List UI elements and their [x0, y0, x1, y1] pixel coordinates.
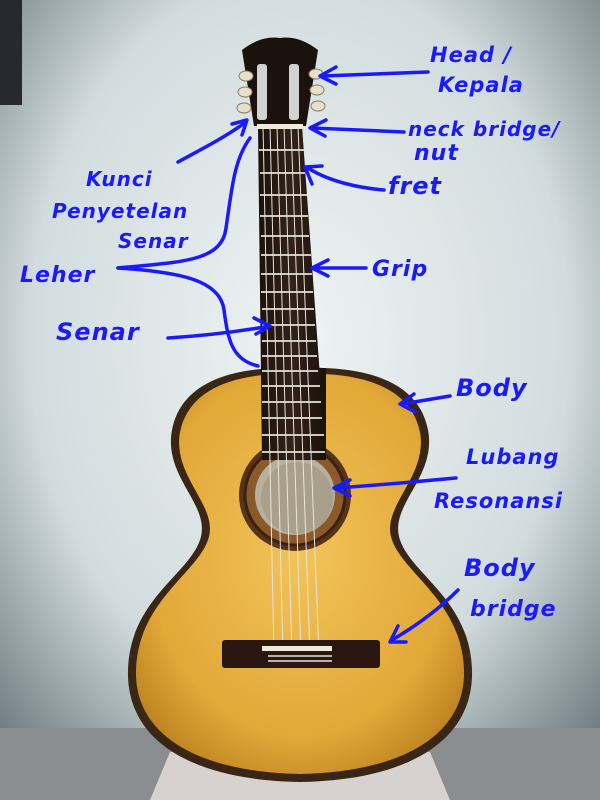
- headstock-slot-right: [289, 64, 299, 120]
- label-senar-kunci: Senar: [118, 229, 189, 253]
- label-kunci: Kunci: [86, 167, 153, 191]
- label-fret: fret: [388, 172, 443, 200]
- label-grip: Grip: [372, 257, 428, 282]
- label-nut: nut: [414, 141, 459, 166]
- label-lubang: Lubang: [466, 445, 560, 469]
- guitar-body: [135, 373, 465, 774]
- label-body: Body: [456, 374, 528, 402]
- saddle: [262, 646, 332, 651]
- tuning-pegs: [236, 68, 326, 114]
- body-bridge: [222, 640, 380, 668]
- label-resonansi: Resonansi: [434, 489, 563, 513]
- body-bridge-arrow: [388, 588, 460, 644]
- label-leher: Leher: [20, 263, 96, 288]
- label-body-bridge-1: Body: [464, 554, 536, 582]
- nut-arrow: [308, 118, 406, 138]
- dark-corner: [0, 0, 22, 105]
- grip-arrow: [310, 258, 368, 278]
- label-kepala: Kepala: [438, 73, 524, 97]
- senar-arrow: [166, 316, 272, 340]
- label-neck-bridge: neck bridge/: [408, 117, 561, 141]
- fret-arrow: [303, 164, 386, 192]
- label-penyetelan: Penyetelan: [52, 199, 188, 223]
- body-arrow: [398, 392, 452, 414]
- nut: [257, 124, 303, 129]
- headstock-slot-left: [257, 64, 267, 120]
- strings: [262, 125, 320, 656]
- label-senar: Senar: [56, 318, 141, 346]
- leher-arrow-up: [116, 136, 252, 270]
- headstock: [242, 37, 318, 126]
- head-arrow: [318, 65, 430, 86]
- leher-arrow-down: [116, 266, 260, 368]
- label-body-bridge-2: bridge: [470, 597, 557, 622]
- bridge-string-ties: [268, 655, 332, 662]
- kunci-arrow: [176, 118, 249, 164]
- label-head: Head /: [430, 43, 513, 67]
- lubang-arrow: [332, 476, 458, 498]
